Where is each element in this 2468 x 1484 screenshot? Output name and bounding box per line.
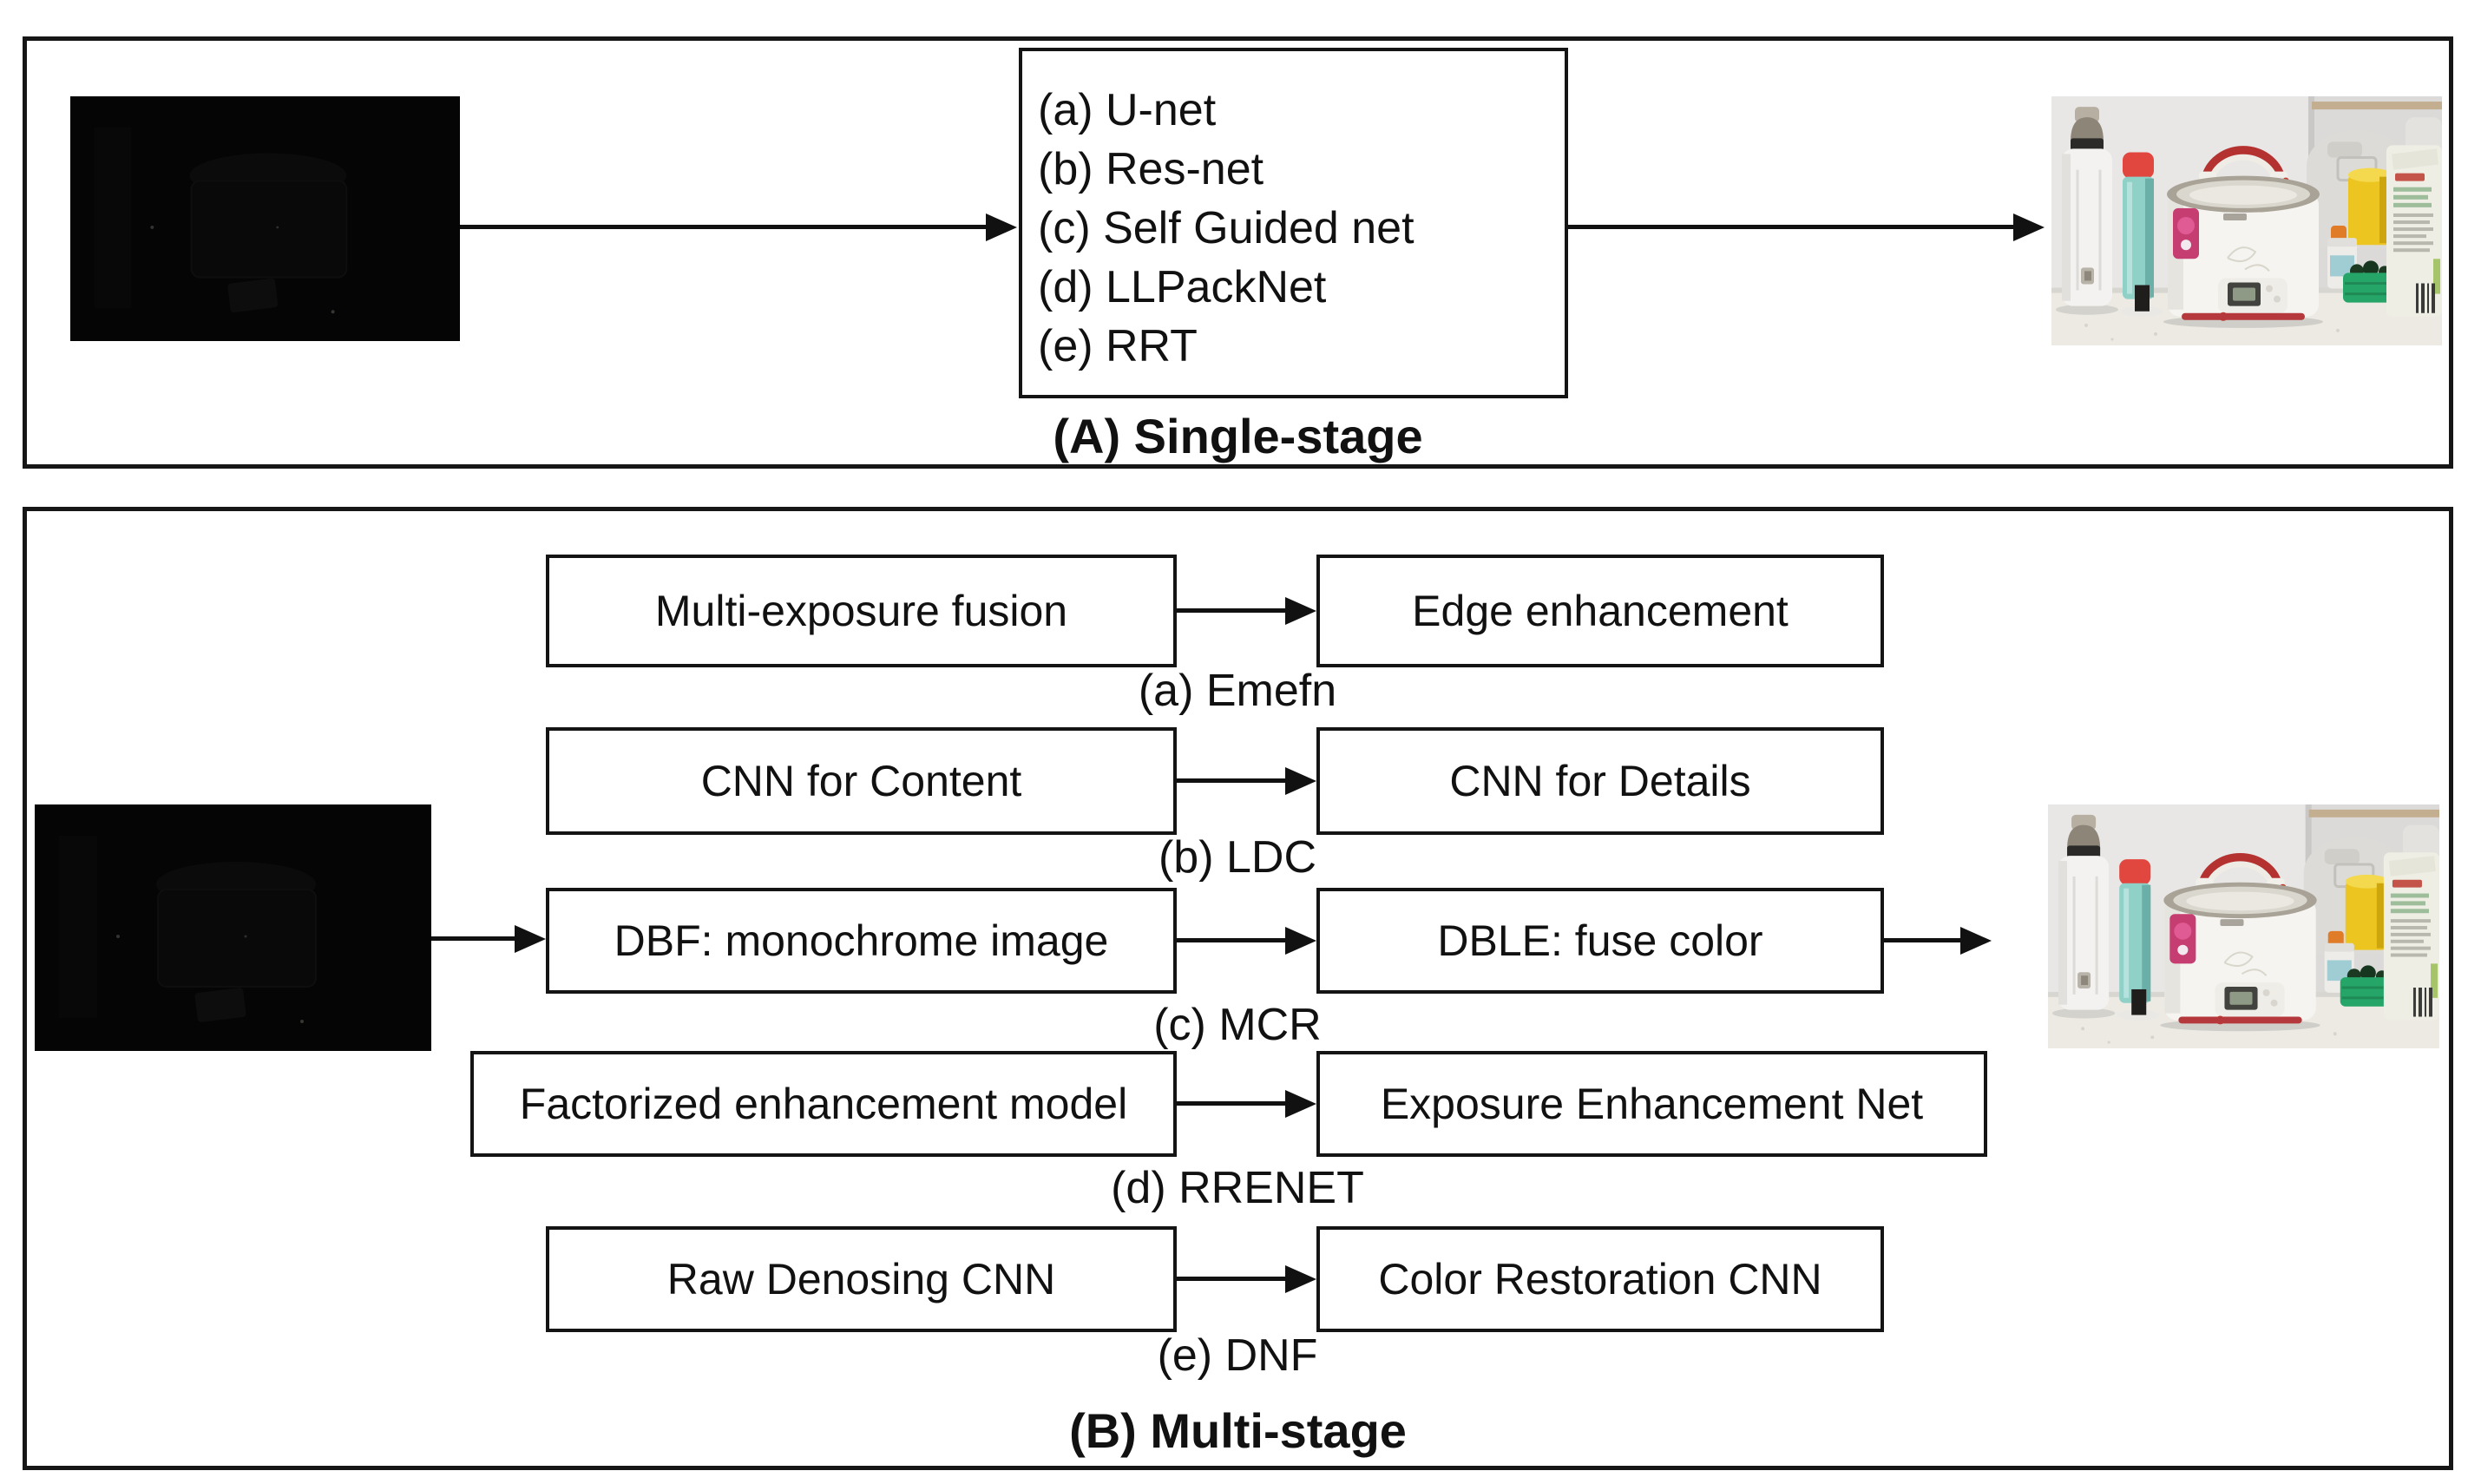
low-light-input-image-a xyxy=(70,96,460,341)
stage-box-label: CNN for Content xyxy=(700,757,1022,805)
stage-box-cnn-details: CNN for Details xyxy=(1316,727,1884,835)
row-caption-mcr: (c) MCR xyxy=(1153,1000,1322,1050)
stage-box-dbf-monochrome: DBF: monochrome image xyxy=(546,888,1177,994)
method-item-unet: (a) U-net xyxy=(1038,85,1217,135)
stage-box-raw-denosing-cnn: Raw Denosing CNN xyxy=(546,1226,1177,1332)
kitchen-photo-graphic xyxy=(2051,96,2442,345)
arrow-input-to-dbf xyxy=(431,936,516,941)
stage-box-dble-fuse-color: DBLE: fuse color xyxy=(1316,888,1884,994)
stage-box-factorized-enhancement: Factorized enhancement model xyxy=(470,1051,1177,1157)
stage-box-label: Edge enhancement xyxy=(1412,587,1789,635)
row-caption-emefn: (a) Emefn xyxy=(1138,666,1337,716)
arrow-dnf xyxy=(1177,1277,1287,1281)
arrow-methods-to-output xyxy=(1568,225,2015,229)
stage-box-exposure-enhancement-net: Exposure Enhancement Net xyxy=(1316,1051,1987,1157)
arrow-rrenet xyxy=(1177,1101,1287,1106)
enhanced-output-image-a xyxy=(2051,96,2442,345)
row-caption-ldc: (b) LDC xyxy=(1158,832,1317,883)
stage-box-multi-exposure-fusion: Multi-exposure fusion xyxy=(546,555,1177,667)
stage-box-label: DBLE: fuse color xyxy=(1437,916,1763,965)
stage-box-label: DBF: monochrome image xyxy=(614,916,1109,965)
arrow-dble-to-output xyxy=(1884,938,1962,942)
arrow-emefn xyxy=(1177,608,1287,613)
method-item-resnet: (b) Res-net xyxy=(1038,144,1264,194)
panel-b-caption: (B) Multi-stage xyxy=(1069,1403,1407,1458)
stage-box-label: CNN for Details xyxy=(1449,757,1751,805)
enhanced-output-image-b xyxy=(2048,804,2439,1048)
stage-box-label: Factorized enhancement model xyxy=(519,1080,1128,1128)
stage-box-edge-enhancement: Edge enhancement xyxy=(1316,555,1884,667)
stage-box-label: Exposure Enhancement Net xyxy=(1380,1080,1924,1128)
single-stage-methods-box: (a) U-net (b) Res-net (c) Self Guided ne… xyxy=(1019,48,1568,398)
row-caption-dnf: (e) DNF xyxy=(1157,1330,1318,1381)
row-caption-rrenet: (d) RRENET xyxy=(1111,1163,1364,1213)
arrow-mcr xyxy=(1177,938,1287,942)
arrow-ldc xyxy=(1177,778,1287,783)
stage-box-color-restoration-cnn: Color Restoration CNN xyxy=(1316,1226,1884,1332)
method-item-rrt: (e) RRT xyxy=(1038,321,1198,371)
method-item-selfguided: (c) Self Guided net xyxy=(1038,203,1415,253)
stage-box-cnn-content: CNN for Content xyxy=(546,727,1177,835)
method-item-llpacknet: (d) LLPackNet xyxy=(1038,262,1327,312)
kitchen-photo-graphic xyxy=(2048,804,2439,1048)
stage-box-label: Multi-exposure fusion xyxy=(654,587,1068,635)
stage-box-label: Color Restoration CNN xyxy=(1378,1255,1822,1303)
panel-a-caption: (A) Single-stage xyxy=(1053,409,1423,463)
arrow-input-to-methods xyxy=(460,225,988,229)
dark-photo-graphic xyxy=(70,96,460,341)
stage-box-label: Raw Denosing CNN xyxy=(666,1255,1056,1303)
